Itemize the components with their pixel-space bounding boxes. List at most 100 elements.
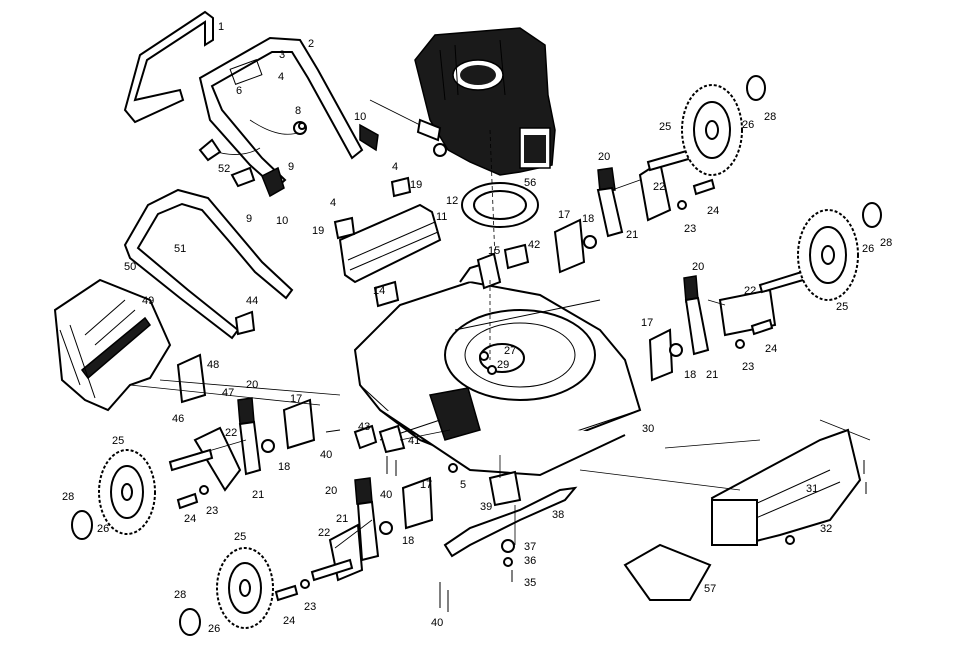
- axle-bolt-part: [274, 584, 299, 602]
- lever-part: [684, 296, 710, 356]
- washer-part: [300, 579, 310, 589]
- axle-bracket-part: [193, 426, 242, 492]
- height-plate-part: [553, 218, 586, 274]
- part-label-23: 23: [684, 223, 696, 235]
- part-label-14: 14: [373, 285, 385, 297]
- part-label-47: 47: [222, 387, 234, 399]
- part-label-37: 37: [524, 541, 536, 553]
- handle-frame-part: [198, 36, 379, 198]
- part-label-57: 57: [704, 583, 716, 595]
- grass-bag-part: [53, 278, 172, 412]
- part-label-20: 20: [598, 151, 610, 163]
- part-label-24: 24: [765, 343, 777, 355]
- part-label-8: 8: [295, 105, 301, 117]
- front-wheel-right-part: [179, 547, 274, 636]
- part-label-25: 25: [659, 121, 671, 133]
- part-label-23: 23: [304, 601, 316, 613]
- part-label-4: 4: [392, 161, 398, 173]
- part-label-5: 5: [460, 479, 466, 491]
- part-label-6: 6: [236, 85, 242, 97]
- part-label-11: 11: [436, 211, 447, 223]
- part-label-22: 22: [653, 181, 665, 193]
- part-label-18: 18: [684, 369, 696, 381]
- part-label-22: 22: [318, 527, 330, 539]
- part-label-49: 49: [142, 295, 154, 307]
- height-plate-part: [401, 476, 434, 530]
- part-label-23: 23: [742, 361, 754, 373]
- lever-grip-part: [597, 167, 616, 193]
- part-label-17: 17: [641, 317, 653, 329]
- axle-bolt-part: [176, 492, 199, 510]
- part-label-20: 20: [692, 261, 704, 273]
- part-label-39: 39: [480, 501, 492, 513]
- part-label-21: 21: [252, 489, 264, 501]
- washer-part: [501, 539, 515, 553]
- part-label-42: 42: [528, 239, 540, 251]
- hinge-part: [176, 353, 207, 404]
- nut-part: [487, 365, 497, 375]
- part-label-9: 9: [288, 161, 294, 173]
- lever-part: [238, 420, 262, 476]
- lever-part: [596, 186, 624, 238]
- cable-part: [369, 99, 421, 126]
- part-label-56: 56: [524, 177, 536, 189]
- part-label-17: 17: [558, 209, 570, 221]
- engine-part: [414, 27, 556, 176]
- part-label-25: 25: [112, 435, 124, 447]
- part-label-9: 9: [246, 213, 252, 225]
- part-label-15: 15: [488, 245, 500, 257]
- washer-part: [677, 200, 687, 210]
- washer-part: [735, 339, 745, 349]
- part-label-27: 27: [504, 345, 516, 357]
- clip-part: [230, 166, 256, 188]
- rear-wheel-lower-part: [797, 202, 882, 301]
- bearing-ring-part: [461, 182, 539, 228]
- clip-part: [416, 118, 442, 142]
- bracket-part: [503, 243, 530, 270]
- knob-part: [433, 143, 447, 157]
- part-label-22: 22: [225, 427, 237, 439]
- bracket-part: [476, 252, 502, 290]
- clip-part: [333, 216, 356, 240]
- bolt-part: [863, 460, 867, 494]
- washer-part: [503, 557, 513, 567]
- part-label-40: 40: [431, 617, 443, 629]
- part-label-35: 35: [524, 577, 536, 589]
- part-label-24: 24: [707, 205, 719, 217]
- lever-grip-part: [237, 397, 255, 425]
- part-label-17: 17: [420, 479, 432, 491]
- bolt-part: [439, 582, 449, 612]
- part-label-40: 40: [320, 449, 332, 461]
- nut-part: [479, 351, 489, 361]
- part-label-40: 40: [380, 489, 392, 501]
- clip-part: [353, 424, 378, 450]
- clip-part: [198, 138, 222, 162]
- part-label-20: 20: [325, 485, 337, 497]
- part-label-12: 12: [446, 195, 458, 207]
- nut-part: [785, 535, 795, 545]
- part-label-4: 4: [330, 197, 336, 209]
- front-wheel-left-part: [71, 449, 156, 540]
- clip-part: [390, 176, 412, 198]
- washer-part: [199, 485, 209, 495]
- part-label-18: 18: [582, 213, 594, 225]
- part-label-25: 25: [836, 301, 848, 313]
- lever-part: [356, 500, 380, 562]
- bracket-part: [373, 280, 400, 308]
- washer-part: [261, 439, 275, 453]
- part-label-28: 28: [880, 237, 892, 249]
- part-label-41: 41: [408, 435, 420, 447]
- cable-part: [249, 119, 301, 135]
- axle-bolt-part: [310, 558, 354, 582]
- part-label-19: 19: [312, 225, 324, 237]
- part-label-26: 26: [742, 119, 754, 131]
- axle-bolt-part: [750, 318, 774, 336]
- part-label-18: 18: [402, 535, 414, 547]
- mower-blade-part: [443, 486, 578, 558]
- part-label-19: 19: [410, 179, 422, 191]
- lower-handle-part: [123, 188, 294, 340]
- part-label-10: 10: [354, 111, 366, 123]
- bracket-part: [378, 424, 406, 454]
- part-label-43: 43: [358, 421, 370, 433]
